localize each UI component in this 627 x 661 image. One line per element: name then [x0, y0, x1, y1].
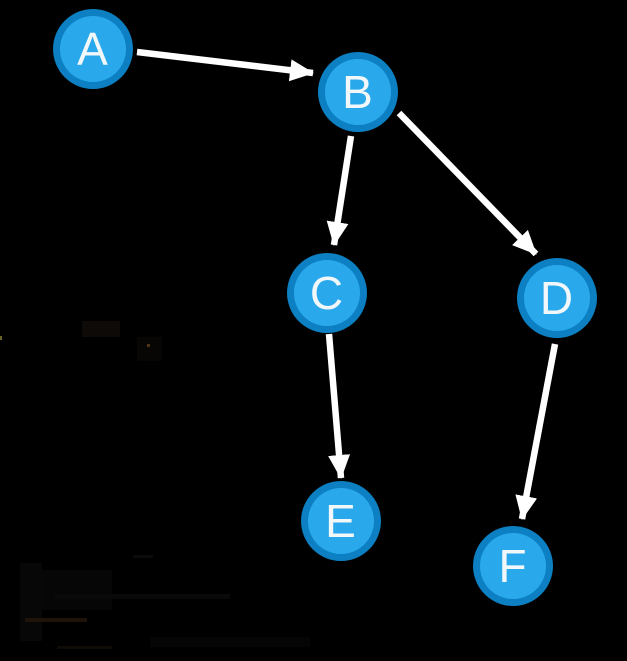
node-E[interactable]: E	[301, 481, 381, 561]
node-label: A	[77, 23, 109, 75]
node-body	[308, 488, 374, 554]
edges-layer	[136, 48, 559, 520]
node-label: B	[342, 66, 374, 118]
node-F[interactable]: F	[473, 526, 553, 606]
edge-B-D	[396, 110, 539, 257]
node-label: C	[310, 267, 344, 319]
node-body	[294, 260, 360, 326]
node-A[interactable]: A	[53, 9, 133, 89]
node-B[interactable]: B	[318, 52, 398, 132]
node-label: F	[498, 540, 527, 592]
node-body	[60, 16, 126, 82]
node-body	[325, 59, 391, 125]
node-body	[480, 533, 546, 599]
node-D[interactable]: D	[517, 258, 597, 338]
node-label: E	[325, 495, 357, 547]
edge-A-B	[136, 48, 314, 82]
edge-D-F	[515, 343, 559, 520]
edge-B-C	[326, 135, 355, 246]
nodes-layer: A B C D E F	[53, 9, 597, 606]
node-body	[524, 265, 590, 331]
edge-C-E	[325, 333, 351, 479]
node-C[interactable]: C	[287, 253, 367, 333]
node-label: D	[540, 272, 574, 324]
